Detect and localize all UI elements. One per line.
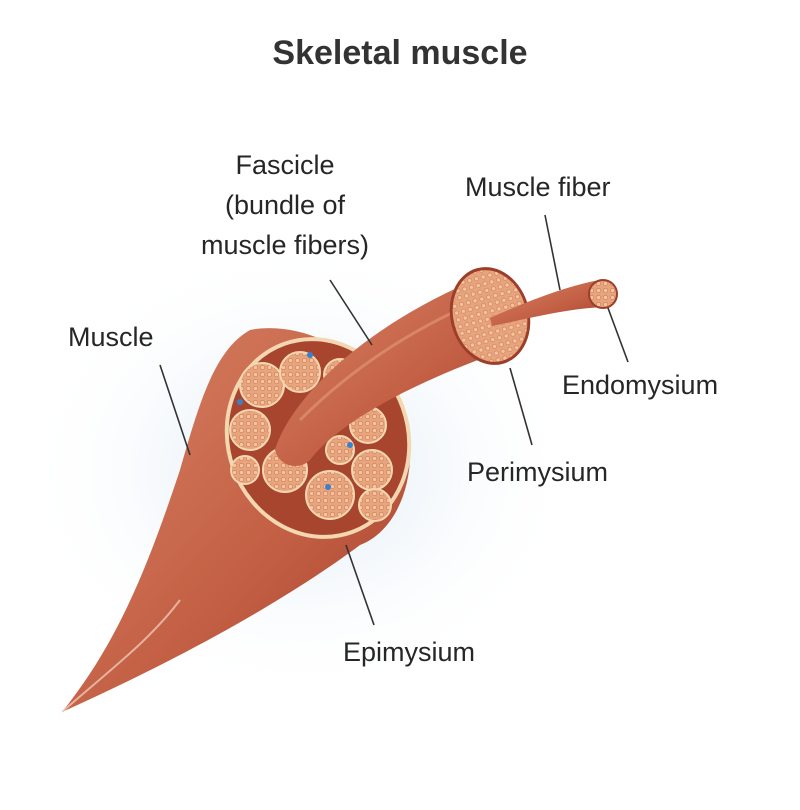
label-fascicle: Fascicle (bundle of muscle fibers): [180, 145, 390, 265]
label-fascicle-line: muscle fibers): [200, 230, 370, 260]
label-fascicle-line: (bundle of: [224, 190, 346, 220]
label-fascicle-line: Fascicle: [235, 150, 335, 180]
diagram-title: Skeletal muscle: [272, 34, 528, 72]
label-epimysium: Epimysium: [343, 637, 476, 667]
fascicle-tube: [275, 282, 505, 466]
label-perimysium: Perimysium: [467, 457, 609, 487]
muscle-fiber-end: [588, 279, 618, 309]
leader-lines: [159, 214, 629, 626]
fascicle-sections: [229, 351, 393, 522]
label-endomysium: Endomysium: [562, 370, 719, 400]
label-muscle-fiber: Muscle fiber: [465, 172, 611, 202]
muscle-fiber-tube: [490, 280, 606, 326]
label-muscle: Muscle: [68, 322, 154, 352]
